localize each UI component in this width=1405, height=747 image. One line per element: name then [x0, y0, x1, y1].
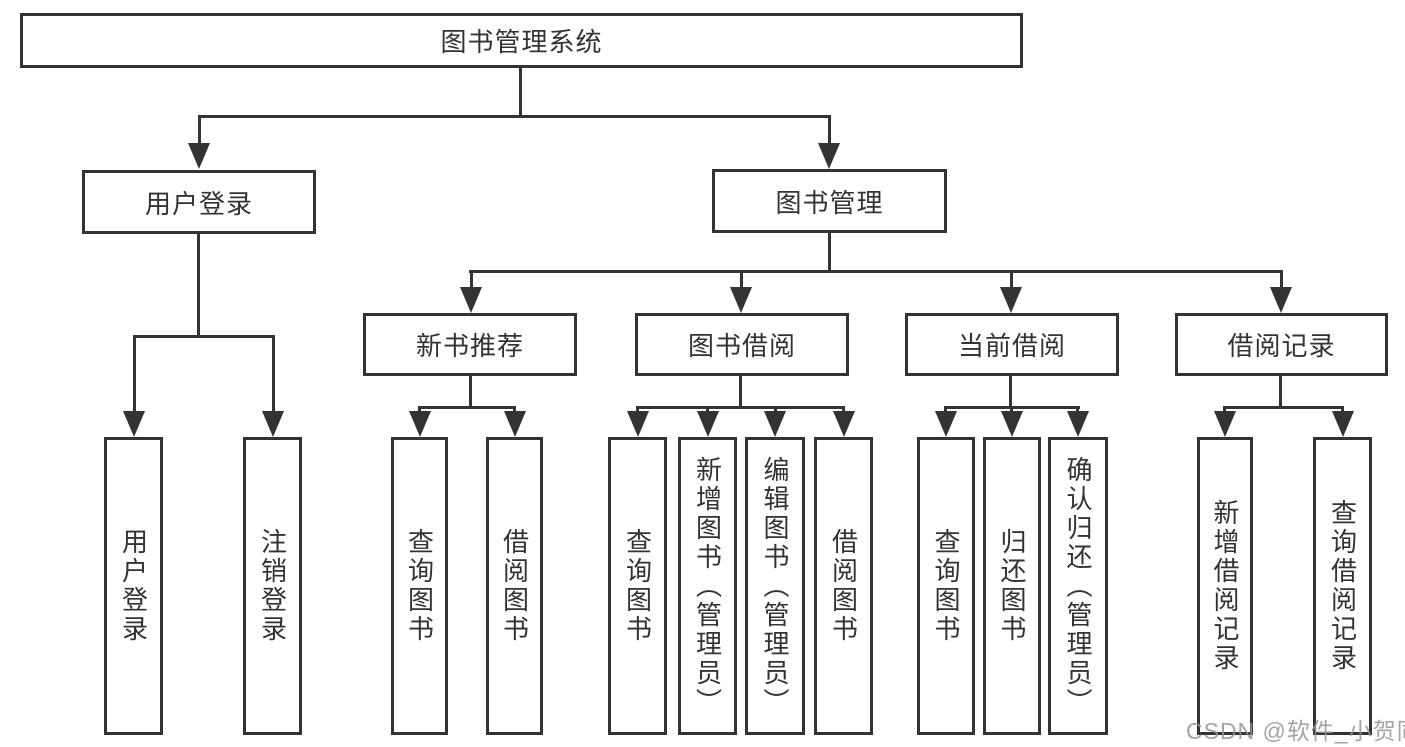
- node-borrow-record-label: 借阅记录: [1227, 331, 1336, 361]
- connector-stem-br-add: [1223, 406, 1226, 414]
- connector-stem-book-management: [828, 115, 831, 145]
- connector-stem-cb-query: [944, 406, 947, 414]
- connector-stem-br-query: [1341, 406, 1344, 414]
- node-user-login-label: 用户登录: [144, 188, 253, 219]
- connector-new-book-drop: [469, 376, 472, 409]
- leaf-nb-query-book: 查询图书: [391, 437, 448, 735]
- arrowhead-new-book: [460, 287, 482, 313]
- arrowhead-bb-add: [697, 411, 719, 437]
- connector-stem-current-borrow: [1010, 270, 1013, 290]
- connector-stem-book-borrow: [740, 270, 743, 290]
- leaf-cb-query-book: 查询图书: [917, 437, 975, 735]
- arrowhead-nb-query: [409, 411, 431, 437]
- connector-user-login-drop: [197, 234, 200, 338]
- leaf-nb-borrow-book-label: 借阅图书: [499, 528, 530, 644]
- arrowhead-br-query: [1332, 411, 1354, 437]
- connector-stem-leaf-logout: [272, 335, 275, 413]
- leaf-br-add-record-label: 新增借阅记录: [1210, 499, 1240, 673]
- connector-stem-bb-query: [636, 406, 639, 414]
- connector-stem-bb-borrow: [842, 406, 845, 414]
- leaf-bb-borrow-book: 借阅图书: [814, 437, 873, 735]
- node-book-management-label: 图书管理: [775, 187, 884, 218]
- leaf-logout-label: 注销登录: [257, 528, 288, 644]
- connector-stem-bb-edit: [774, 406, 777, 414]
- arrowhead-book-management: [818, 143, 840, 169]
- leaf-br-add-record: 新增借阅记录: [1197, 437, 1253, 735]
- arrowhead-borrow-record: [1270, 287, 1292, 313]
- connector-stem-cb-confirm: [1076, 406, 1079, 414]
- node-current-borrow: 当前借阅: [905, 313, 1119, 376]
- leaf-br-query-record-label: 查询借阅记录: [1327, 499, 1358, 673]
- arrowhead-book-borrow: [730, 287, 752, 313]
- leaf-cb-confirm-return-admin: 确认归还（管理员）: [1048, 437, 1108, 735]
- leaf-bb-edit-book-admin: 编辑图书（管理员）: [745, 437, 805, 735]
- leaf-user-login-label: 用户登录: [118, 528, 149, 644]
- node-borrow-record: 借阅记录: [1175, 313, 1388, 376]
- arrowhead-br-add: [1214, 411, 1236, 437]
- leaf-bb-query-book-label: 查询图书: [622, 528, 653, 644]
- leaf-user-login: 用户登录: [104, 437, 163, 735]
- leaf-bb-query-book: 查询图书: [608, 437, 667, 735]
- arrowhead-cb-confirm: [1067, 411, 1089, 437]
- leaf-cb-return-book: 归还图书: [983, 437, 1041, 735]
- arrowhead-cb-return: [1001, 411, 1023, 437]
- connector-root-drop: [519, 68, 522, 118]
- connector-stem-user-login: [198, 115, 201, 145]
- connector-book-borrow-drop: [739, 376, 742, 409]
- connector-borrow-record-drop: [1279, 376, 1282, 409]
- leaf-nb-borrow-book: 借阅图书: [486, 437, 543, 735]
- arrowhead-user-login: [188, 143, 210, 169]
- leaf-cb-confirm-return-admin-label: 确认归还（管理员）: [1063, 455, 1093, 717]
- connector-stem-new-book: [470, 270, 473, 290]
- connector-level1-rail: [198, 115, 831, 118]
- node-book-borrow: 图书借阅: [635, 313, 849, 376]
- node-book-borrow-label: 图书借阅: [687, 331, 796, 361]
- connector-book-management-drop: [828, 233, 831, 273]
- arrowhead-current-borrow: [1000, 287, 1022, 313]
- leaf-logout: 注销登录: [243, 437, 302, 735]
- leaf-bb-edit-book-admin-label: 编辑图书（管理员）: [760, 455, 790, 717]
- leaf-br-query-record: 查询借阅记录: [1313, 437, 1372, 735]
- leaf-nb-query-book-label: 查询图书: [404, 528, 435, 644]
- node-new-book-recommend-label: 新书推荐: [415, 331, 524, 361]
- arrowhead-nb-borrow: [504, 411, 526, 437]
- connector-new-book-rail: [418, 406, 516, 409]
- node-current-borrow-label: 当前借阅: [957, 331, 1066, 361]
- connector-level2-rail: [469, 270, 1282, 273]
- leaf-cb-return-book-label: 归还图书: [997, 528, 1027, 644]
- connector-stem-bb-add: [706, 406, 709, 414]
- node-user-login: 用户登录: [82, 170, 316, 234]
- arrowhead-bb-borrow: [833, 411, 855, 437]
- csdn-watermark: CSDN @软件_小贺同学: [1186, 718, 1405, 744]
- arrowhead-leaf-login: [123, 411, 145, 437]
- connector-stem-nb-query: [418, 406, 421, 414]
- connector-stem-leaf-login: [133, 335, 136, 413]
- arrowhead-bb-query: [627, 411, 649, 437]
- arrowhead-leaf-logout: [262, 411, 284, 437]
- root-node-label: 图书管理系统: [440, 27, 603, 57]
- leaf-bb-borrow-book-label: 借阅图书: [828, 528, 859, 644]
- connector-book-borrow-rail: [636, 406, 845, 409]
- connector-current-borrow-drop: [1009, 376, 1012, 409]
- arrowhead-cb-query: [935, 411, 957, 437]
- connector-stem-nb-borrow: [513, 406, 516, 414]
- leaf-bb-add-book-admin-label: 新增图书（管理员）: [692, 455, 723, 717]
- leaf-bb-add-book-admin: 新增图书（管理员）: [678, 437, 737, 735]
- node-book-management: 图书管理: [712, 169, 947, 233]
- node-new-book-recommend: 新书推荐: [363, 313, 577, 376]
- connector-borrow-record-rail: [1224, 406, 1344, 409]
- connector-stem-cb-return: [1010, 406, 1013, 414]
- root-node: 图书管理系统: [20, 13, 1023, 68]
- arrowhead-bb-edit: [764, 411, 786, 437]
- connector-user-login-rail: [133, 335, 275, 338]
- leaf-cb-query-book-label: 查询图书: [931, 528, 961, 644]
- connector-stem-borrow-record: [1280, 270, 1283, 290]
